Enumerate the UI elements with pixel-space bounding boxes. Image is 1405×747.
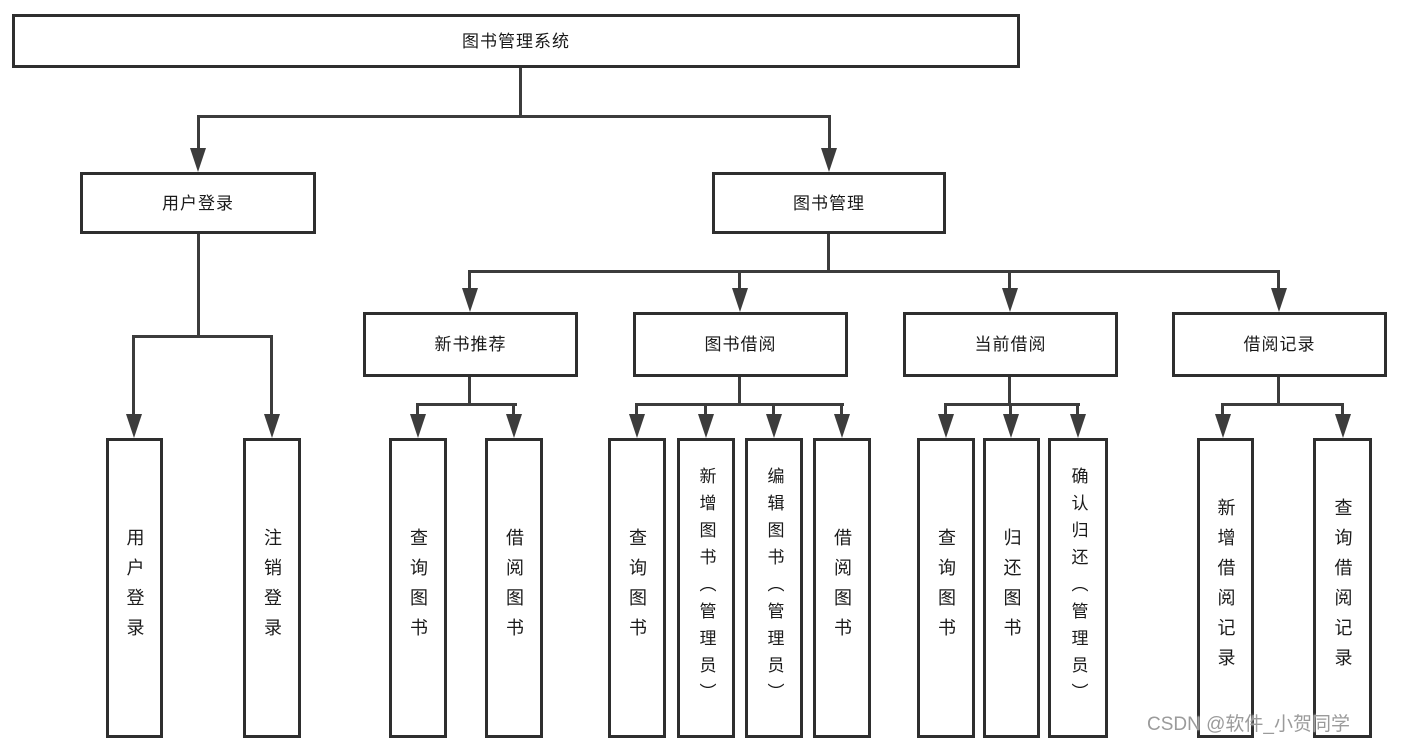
arrow-to-book-management — [821, 148, 837, 172]
leaf-add-books-admin-label: 新增图书（管理员） — [696, 466, 716, 710]
leaf-query-borrow-record: 查询借阅记录 — [1313, 438, 1372, 738]
node-current-borrowing: 当前借阅 — [903, 312, 1118, 377]
leaf-add-borrow-record-label: 新增借阅记录 — [1215, 498, 1236, 678]
connector-root-stem — [519, 68, 522, 118]
connector-book-mgmt-arm-3 — [1008, 270, 1011, 290]
connector-borrowing-stem — [738, 377, 741, 406]
leaf-edit-books-admin-label: 编辑图书（管理员） — [764, 466, 784, 710]
connector-recommend-stem — [468, 377, 471, 406]
leaf-user-login: 用户登录 — [106, 438, 163, 738]
leaf-add-books-admin: 新增图书（管理员） — [677, 438, 735, 738]
leaf-recommend-query-books: 查询图书 — [389, 438, 447, 738]
leaf-return-books-label: 归还图书 — [1001, 528, 1022, 648]
connector-root-arm-left — [197, 115, 200, 152]
leaf-user-login-label: 用户登录 — [124, 528, 145, 648]
leaf-borrowing-query-books: 查询图书 — [608, 438, 666, 738]
arrow-current-leaf-2 — [1003, 414, 1019, 438]
node-new-book-recommend-label: 新书推荐 — [434, 335, 507, 354]
arrow-current-leaf-1 — [938, 414, 954, 438]
arrow-to-leaf-logout — [264, 414, 280, 438]
arrow-to-user-login — [190, 148, 206, 172]
arrow-borrowing-leaf-2 — [698, 414, 714, 438]
arrow-borrowing-leaf-4 — [834, 414, 850, 438]
arrow-borrowing-leaf-1 — [629, 414, 645, 438]
arrow-to-new-book-recommend — [462, 288, 478, 312]
arrow-to-current-borrowing — [1002, 288, 1018, 312]
connector-root-arm-right — [828, 115, 831, 152]
connector-borrowing-crossbar — [635, 403, 844, 406]
arrow-records-leaf-2 — [1335, 414, 1351, 438]
connector-records-arm-1 — [1221, 403, 1224, 416]
connector-records-arm-2 — [1341, 403, 1344, 416]
connector-current-arm-1 — [944, 403, 947, 416]
connector-recommend-crossbar — [416, 403, 517, 406]
arrow-recommend-leaf-2 — [506, 414, 522, 438]
leaf-add-borrow-record: 新增借阅记录 — [1197, 438, 1254, 738]
leaf-logout-label: 注销登录 — [262, 528, 282, 648]
arrow-to-borrowing-records — [1271, 288, 1287, 312]
node-new-book-recommend: 新书推荐 — [363, 312, 578, 377]
connector-recommend-arm-2 — [512, 403, 515, 416]
leaf-current-query-books: 查询图书 — [917, 438, 975, 738]
connector-user-login-crossbar — [132, 335, 273, 338]
arrow-borrowing-leaf-3 — [766, 414, 782, 438]
connector-book-mgmt-arm-2 — [738, 270, 741, 290]
leaf-edit-books-admin: 编辑图书（管理员） — [745, 438, 803, 738]
connector-borrowing-arm-3 — [772, 403, 775, 416]
arrow-current-leaf-3 — [1070, 414, 1086, 438]
connector-book-mgmt-arm-4 — [1277, 270, 1280, 290]
leaf-return-books: 归还图书 — [983, 438, 1040, 738]
leaf-confirm-return-admin: 确认归还（管理员） — [1048, 438, 1108, 738]
connector-book-mgmt-crossbar — [468, 270, 1280, 273]
connector-user-login-arm-2 — [270, 335, 273, 416]
leaf-query-borrow-record-label: 查询借阅记录 — [1332, 498, 1353, 678]
node-borrowing-records: 借阅记录 — [1172, 312, 1387, 377]
connector-borrowing-arm-4 — [840, 403, 843, 416]
leaf-borrowing-borrow-books-label: 借阅图书 — [832, 528, 852, 648]
leaf-recommend-borrow-books-label: 借阅图书 — [504, 528, 524, 648]
connector-current-arm-3 — [1076, 403, 1079, 416]
connector-records-crossbar — [1221, 403, 1344, 406]
leaf-logout: 注销登录 — [243, 438, 301, 738]
leaf-current-query-books-label: 查询图书 — [936, 528, 956, 648]
connector-records-stem — [1277, 377, 1280, 406]
arrow-recommend-leaf-1 — [410, 414, 426, 438]
connector-recommend-arm-1 — [416, 403, 419, 416]
csdn-watermark: CSDN @软件_小贺同学 — [1147, 714, 1350, 735]
connector-current-crossbar — [944, 403, 1080, 406]
arrow-to-book-borrowing — [732, 288, 748, 312]
leaf-borrowing-query-books-label: 查询图书 — [627, 528, 647, 648]
node-library-management-system-label: 图书管理系统 — [462, 31, 570, 51]
connector-borrowing-arm-1 — [635, 403, 638, 416]
node-book-management-label: 图书管理 — [793, 193, 865, 213]
node-current-borrowing-label: 当前借阅 — [974, 335, 1047, 354]
leaf-recommend-borrow-books: 借阅图书 — [485, 438, 543, 738]
connector-user-login-arm-1 — [132, 335, 135, 416]
node-user-login-label: 用户登录 — [162, 193, 234, 213]
connector-borrowing-arm-2 — [704, 403, 707, 416]
node-user-login: 用户登录 — [80, 172, 316, 234]
node-borrowing-records-label: 借阅记录 — [1243, 335, 1316, 354]
connector-user-login-stem — [197, 234, 200, 338]
connector-book-mgmt-stem — [827, 234, 830, 273]
node-book-borrowing-label: 图书借阅 — [704, 335, 777, 354]
arrow-records-leaf-1 — [1215, 414, 1231, 438]
leaf-borrowing-borrow-books: 借阅图书 — [813, 438, 871, 738]
node-book-borrowing: 图书借阅 — [633, 312, 848, 377]
connector-root-crossbar — [197, 115, 831, 118]
leaf-recommend-query-books-label: 查询图书 — [408, 528, 428, 648]
connector-current-arm-2 — [1009, 403, 1012, 416]
connector-current-stem — [1008, 377, 1011, 406]
connector-book-mgmt-arm-1 — [468, 270, 471, 290]
leaf-confirm-return-admin-label: 确认归还（管理员） — [1068, 466, 1088, 710]
arrow-to-leaf-user-login — [126, 414, 142, 438]
node-library-management-system: 图书管理系统 — [12, 14, 1020, 68]
node-book-management: 图书管理 — [712, 172, 946, 234]
